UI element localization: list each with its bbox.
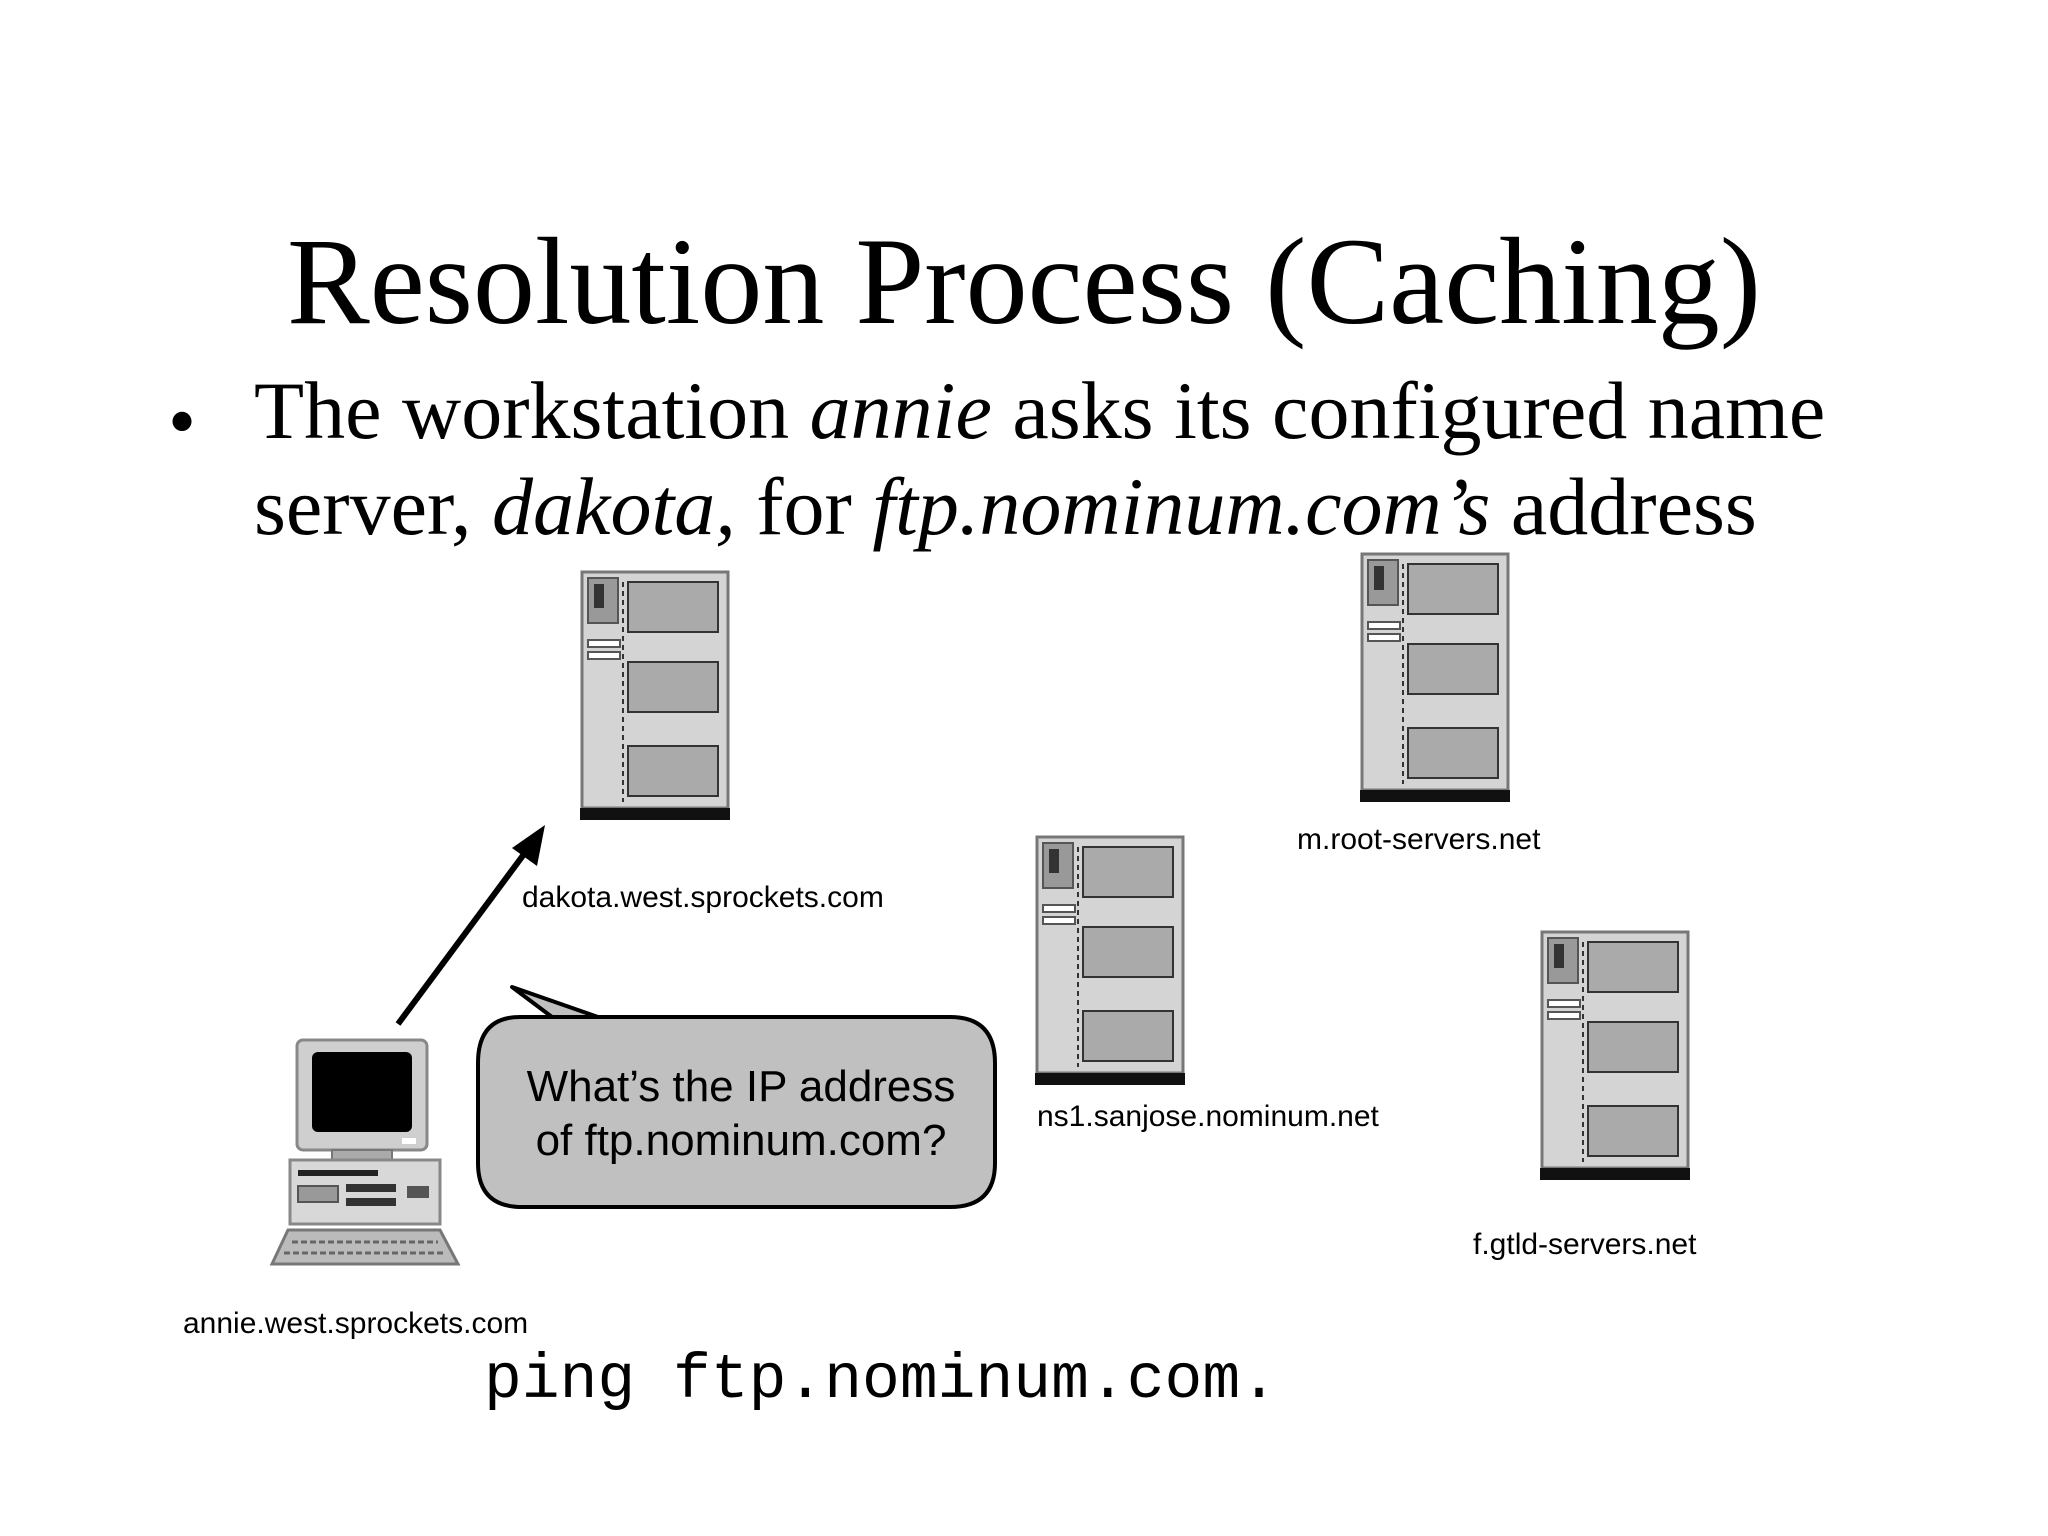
bubble-question: What’s the IP address of ftp.nominum.com… [486, 1060, 996, 1168]
bullet-text: The workstation [254, 365, 810, 456]
dakota-label: dakota.west.sprockets.com [522, 881, 884, 914]
bullet-line-1: The workstation annie asks its configure… [254, 361, 1825, 461]
gtld-server-icon [1540, 930, 1690, 1180]
workstation-computer-icon [269, 1038, 461, 1266]
root-server-icon [1360, 552, 1510, 802]
ns1-server-label: ns1.sanjose.nominum.net [1037, 1100, 1379, 1133]
ns1-server-icon [1035, 835, 1185, 1085]
dakota-server-icon [580, 570, 730, 820]
speech-bubble [476, 985, 997, 1209]
ping-command: ping ftp.nominum.com. [484, 1345, 1278, 1416]
bubble-line-1: What’s the IP address [526, 1062, 956, 1111]
annie-label: annie.west.sprockets.com [183, 1307, 529, 1340]
bullet-text: address [1490, 461, 1757, 552]
workstation-name: annie [809, 365, 992, 456]
bullet-line-2: server, dakota, for ftp.nominum.com’s ad… [254, 457, 1757, 557]
bubble-line-2: of ftp.nominum.com? [535, 1116, 947, 1165]
bullet-text: server, [254, 461, 493, 552]
name-server-name: dakota, [492, 461, 736, 552]
root-server-label: m.root-servers.net [1297, 823, 1541, 856]
bullet-text: asks its configured name [991, 365, 1826, 456]
bullet-text: for [735, 461, 873, 552]
gtld-server-label: f.gtld-servers.net [1473, 1228, 1697, 1261]
query-arrow [395, 825, 545, 1026]
query-domain: ftp.nominum.com’s [872, 461, 1491, 552]
slide-title: Resolution Process (Caching) [286, 213, 1761, 350]
bullet-marker: • [168, 378, 197, 466]
